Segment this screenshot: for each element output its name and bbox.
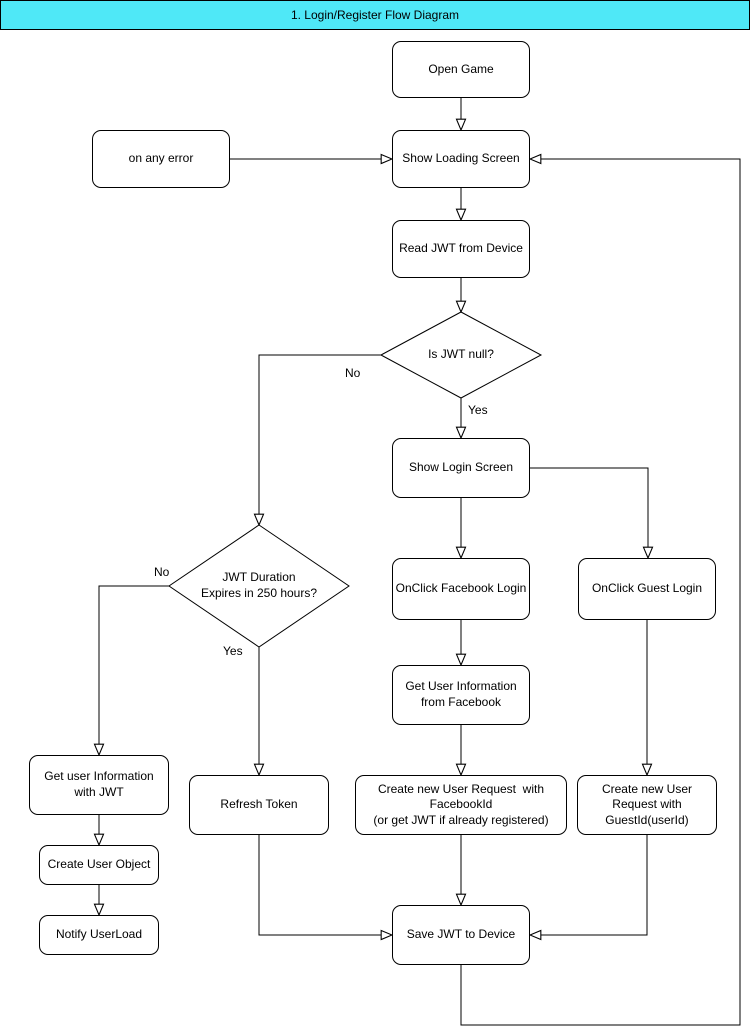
branch-label-jwt-duration-no: No <box>153 565 171 580</box>
diagram-title-bar: 1. Login/Register Flow Diagram <box>0 0 750 30</box>
flow-node-onclick-guest-login: OnClick Guest Login <box>578 558 716 620</box>
branch-label-is-jwt-null-yes: Yes <box>467 403 489 418</box>
edge-jwt-duration-no-to-get-user-info-jwt <box>99 585 169 755</box>
flow-node-create-user-object: Create User Object <box>39 845 159 885</box>
edge-is-jwt-null-no-to-jwt-duration <box>259 354 381 525</box>
flow-node-get-user-information-facebook: Get User Information from Facebook <box>392 665 530 725</box>
edge-save-jwt-loop-to-show-loading <box>460 159 741 1026</box>
flow-node-create-user-request-guestid: Create new User Request with GuestId(use… <box>577 775 717 835</box>
flow-node-notify-userload: Notify UserLoad <box>39 915 159 955</box>
flow-node-create-user-request-facebookid: Create new User Request with FacebookId … <box>355 775 567 835</box>
flow-node-get-user-information-jwt: Get user Information with JWT <box>29 755 169 815</box>
flow-node-show-login-screen: Show Login Screen <box>392 438 530 498</box>
flow-node-onclick-facebook-login: OnClick Facebook Login <box>392 558 530 620</box>
flow-node-show-loading-screen: Show Loading Screen <box>392 130 530 188</box>
edge-show-login-to-onclick-guest <box>530 467 648 558</box>
flow-node-on-any-error: on any error <box>92 130 230 188</box>
edge-refresh-token-to-save-jwt <box>258 835 392 935</box>
flow-node-save-jwt-to-device: Save JWT to Device <box>392 905 530 965</box>
decision-is-jwt-null-shape <box>379 311 543 399</box>
edge-create-user-guestid-to-save-jwt <box>530 835 648 935</box>
decision-jwt-duration-shape <box>168 524 350 648</box>
flow-node-open-game: Open Game <box>392 41 530 98</box>
flow-node-read-jwt-from-device: Read JWT from Device <box>392 220 530 278</box>
diagram-title: 1. Login/Register Flow Diagram <box>290 8 460 22</box>
branch-label-is-jwt-null-no: No <box>344 366 362 381</box>
branch-label-jwt-duration-yes: Yes <box>222 644 244 659</box>
flow-node-refresh-token: Refresh Token <box>189 775 329 835</box>
